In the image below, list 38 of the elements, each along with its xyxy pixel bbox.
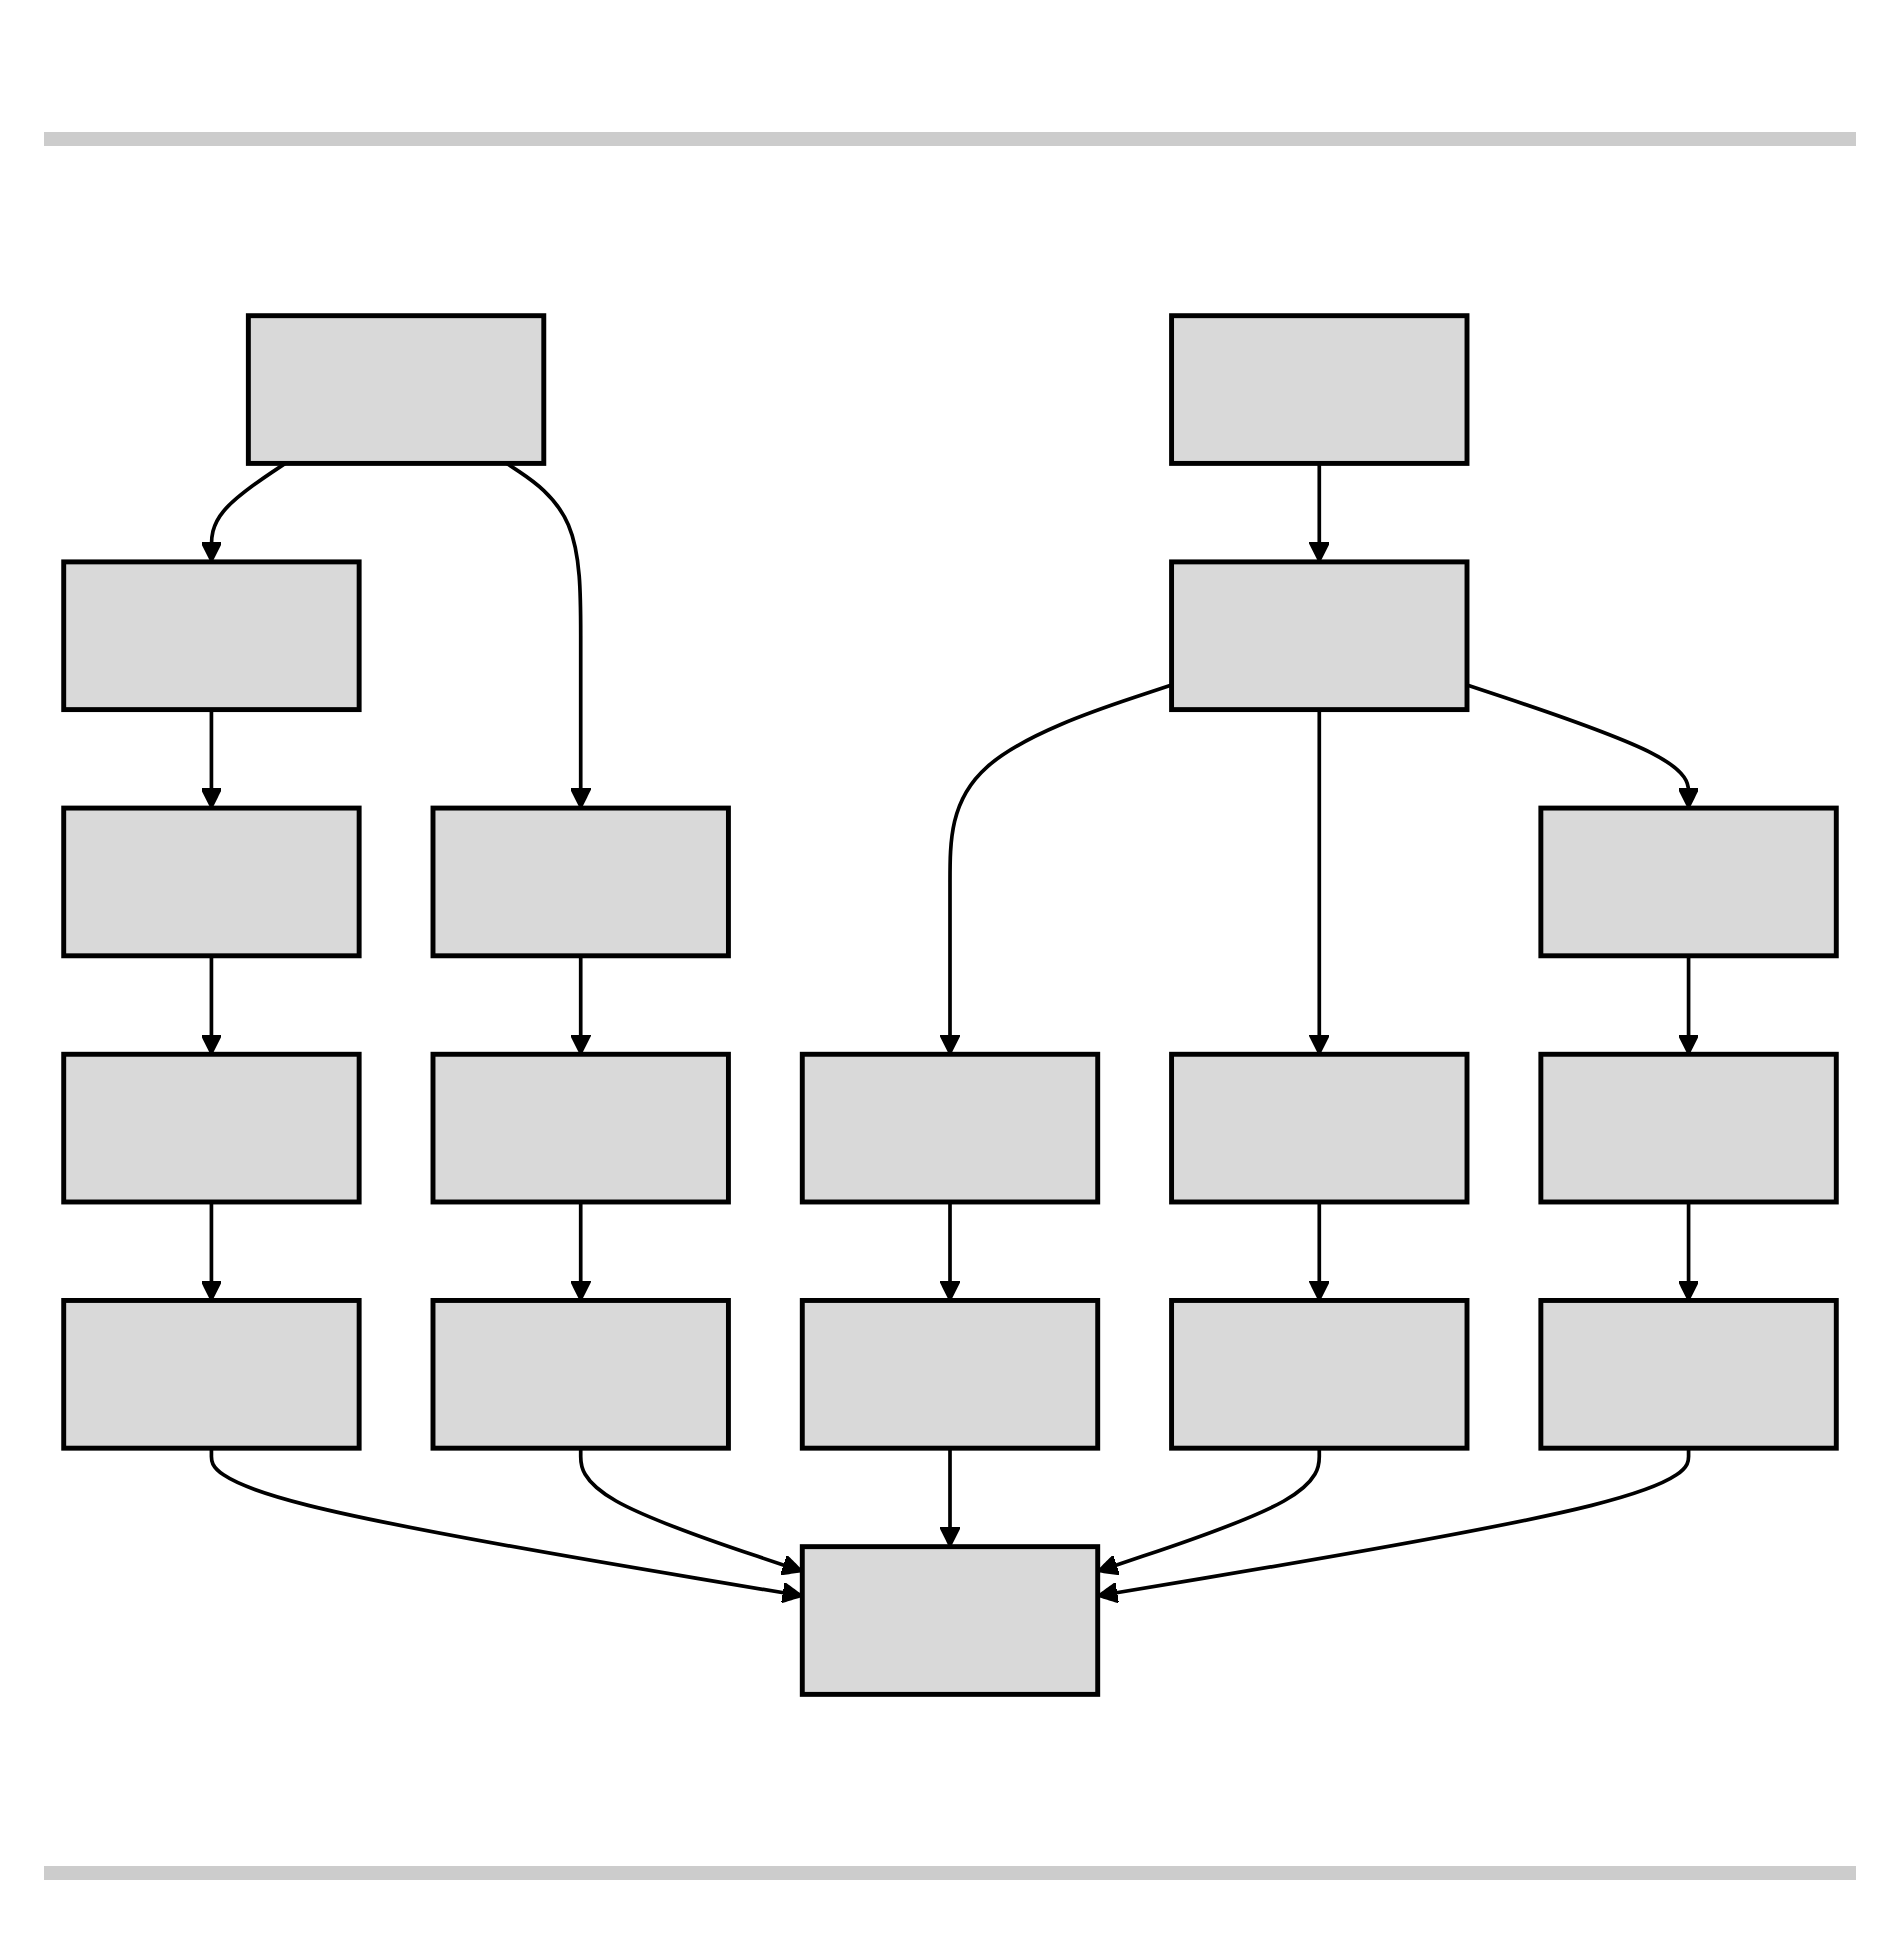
node-box [1538, 806, 1839, 960]
arrow [1308, 1202, 1331, 1303]
arrow [1677, 1202, 1700, 1303]
node-box [799, 1545, 1101, 1698]
node-box [430, 806, 731, 960]
arrow [200, 462, 287, 564]
node-box [245, 314, 547, 467]
arrow [939, 1202, 961, 1303]
arrow [569, 1202, 592, 1303]
node-box [1538, 1052, 1839, 1206]
node-box [61, 806, 362, 960]
arrow [1308, 710, 1331, 1057]
arrow [569, 956, 592, 1057]
node-box [430, 1298, 731, 1452]
node-box [1169, 1298, 1470, 1452]
node-box [1169, 314, 1470, 467]
node-box [61, 560, 362, 714]
arrow [1466, 684, 1700, 811]
arrow [939, 684, 1173, 1057]
node-box [61, 1298, 362, 1452]
arrow [1677, 956, 1700, 1057]
arrow [200, 710, 223, 811]
node-box [1169, 1052, 1470, 1206]
arrow [1096, 1449, 1691, 1605]
node-box [799, 1052, 1101, 1206]
arrow [209, 1449, 804, 1605]
node-box [61, 1052, 362, 1206]
arrow [939, 1449, 961, 1549]
node-box [799, 1298, 1101, 1452]
arrow [505, 462, 592, 811]
arrow [1308, 464, 1331, 564]
arrow [578, 1449, 804, 1577]
node-box [430, 1052, 731, 1206]
arrow [200, 956, 223, 1057]
arrow [1096, 1449, 1322, 1577]
node-box [1538, 1298, 1839, 1452]
node-box [1169, 560, 1470, 714]
arrow [200, 1202, 223, 1303]
